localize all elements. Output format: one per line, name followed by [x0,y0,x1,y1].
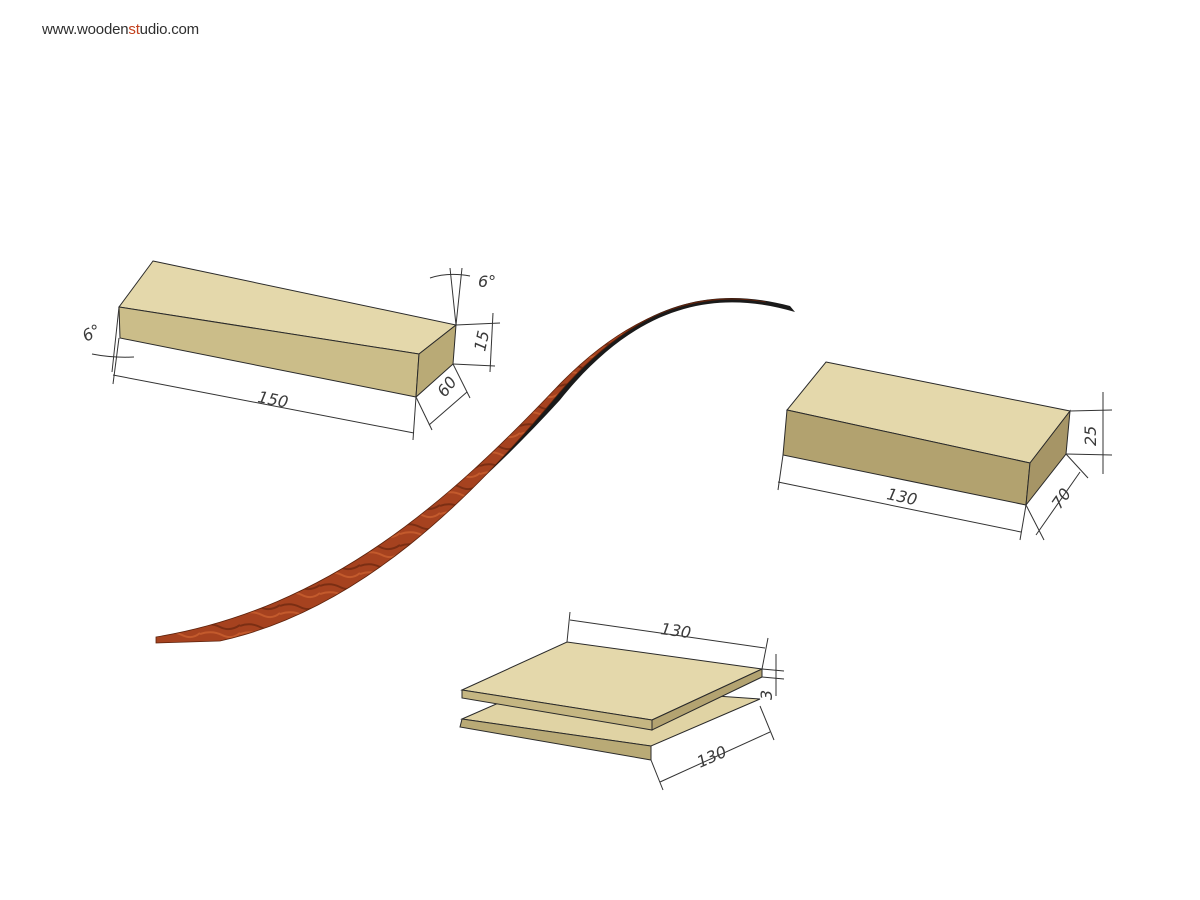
block1-thickness-label: 15 [470,329,493,353]
block1-length-label: 150 [256,387,290,411]
block1-angle-left-label: 6° [79,320,104,345]
block2-width-label: 70 [1048,485,1075,513]
block-130x70x25: 130 70 25 [777,361,1113,541]
plates-width-label: 130 [694,742,730,772]
block2-thickness-label: 25 [1081,426,1100,446]
plates-thickness-dimension: 3 [757,654,785,700]
veneer-face [155,298,767,644]
block1-angle-right-dimension: 6° [429,267,496,326]
block1-thickness-dimension: 15 [452,312,501,373]
plates-130x130x3: 130 130 3 [459,611,785,791]
watermark-url: www.woodenstudio.com [42,21,199,38]
block-150x60x15: 150 60 15 6° 6° [79,260,501,441]
plates-length-dimension: 130 [566,611,769,670]
plates-thickness-label: 3 [757,690,776,700]
plates-length-label: 130 [659,619,692,642]
block1-angle-right-label: 6° [478,272,496,291]
block2-length-dimension: 130 [777,454,1027,541]
bent-veneer-strip [155,297,795,644]
block2-thickness-dimension: 25 [1065,392,1113,474]
